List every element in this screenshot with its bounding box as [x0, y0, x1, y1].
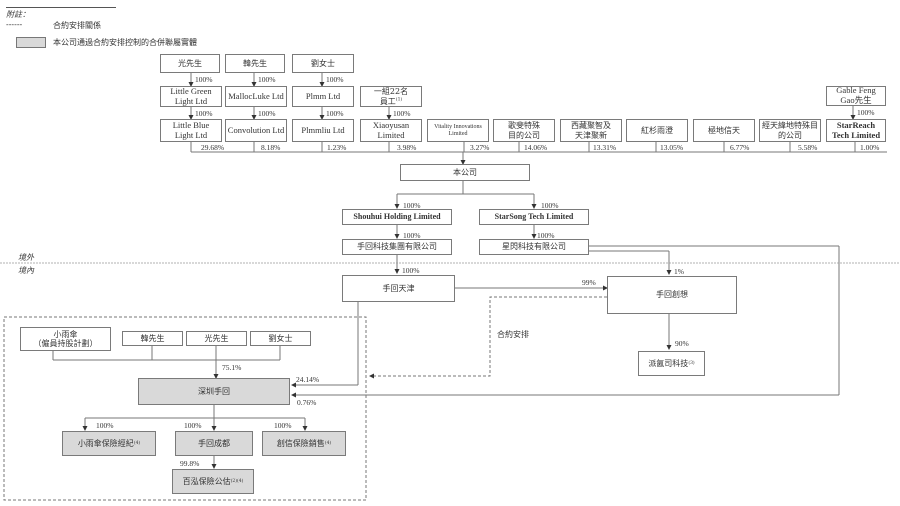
pct-label: 100% [258, 75, 276, 84]
chuangxiang-box: 手回創想 [607, 276, 737, 314]
pct-label: 100% [326, 75, 344, 84]
vie-owner-han: 韓先生 [122, 331, 183, 346]
vie-child-broker: 小雨傘保險經紀(4) [62, 431, 156, 456]
company-box: 本公司 [400, 164, 530, 181]
legend-dashed-glyph: ------ [6, 20, 23, 29]
offshore-label: 境外 [18, 253, 34, 262]
broker-name: 小雨傘保險經紀 [77, 438, 134, 448]
legend-dashed-label: 合約安排關係 [53, 21, 101, 30]
pct-label: 100% [195, 109, 213, 118]
footnote: (2)(4) [230, 478, 244, 484]
employees-line1: 一組22名 [373, 87, 409, 97]
pct-label: 13.31% [593, 143, 617, 152]
shareholder-jidi: 極地信天 [693, 119, 755, 142]
vie-owner-guang: 光先生 [186, 331, 247, 346]
pct-label: 100% [258, 109, 276, 118]
pct-label: 3.27% [470, 143, 490, 152]
pct-label: 100% [402, 266, 420, 275]
pct-label: 100% [541, 201, 559, 210]
shareholder-jingtian: 經天緯地特殊目的公司 [759, 119, 821, 142]
legend-rule [6, 7, 116, 8]
pct-label: 90% [675, 339, 689, 348]
vie-child-chuangxin: 創信保險銷售(4) [262, 431, 346, 456]
footnote: (4) [133, 440, 141, 446]
pct-label: 100% [393, 109, 411, 118]
vie-owner-esop: 小雨傘 （僱員持股計劃） [20, 327, 111, 351]
pct-label: 100% [857, 108, 875, 117]
pct-label: 6.77% [730, 143, 750, 152]
pct-label: 100% [195, 75, 213, 84]
holding-little-green: Little Green Light Ltd [160, 86, 222, 107]
pct-label: 13.05% [660, 143, 684, 152]
paiyang-name: 派氤司科技 [648, 358, 689, 368]
footnote: (1) [395, 96, 403, 102]
pct-label: 100% [326, 109, 344, 118]
shareholder-vitality: Vitality Innovations Limited [427, 119, 489, 142]
pct-label: 99% [582, 278, 596, 287]
pct-label: 100% [403, 231, 421, 240]
paiyang-box: 派氤司科技(3) [638, 351, 705, 376]
shenzhen-box: 深圳手回 [138, 378, 290, 405]
employees-line2: 員工(1) [379, 96, 403, 106]
esop-line1: 小雨傘 [53, 329, 78, 339]
pct-label: 5.58% [798, 143, 818, 152]
shareholder-starreach: StarReach Tech Limited [826, 119, 886, 142]
pct-label: 24.14% [296, 375, 320, 384]
shouhui-holding-box: Shouhui Holding Limited [342, 209, 452, 225]
shareholder-convolution: Convolution Ltd [225, 119, 287, 142]
footnote: (3) [688, 360, 695, 366]
pct-label: 3.98% [397, 143, 417, 152]
pct-label: 8.18% [261, 143, 281, 152]
esop-line2: （僱員持股計劃） [33, 339, 98, 348]
shareholder-xiaoyusan: Xiaoyusan Limited [360, 119, 422, 142]
holding-malloc: MallocLuke Ltd [225, 86, 287, 107]
contract-arrangement-label: 合約安排 [497, 330, 529, 339]
chuangxin-name: 創信保險銷售 [276, 438, 325, 448]
pct-label: 29.68% [201, 143, 225, 152]
onshore-label: 境內 [18, 266, 34, 275]
vie-owner-liu: 劉女士 [250, 331, 311, 346]
pct-label: 1% [674, 267, 684, 276]
owner-box-guang: 光先生 [160, 54, 220, 73]
pct-label: 1.00% [860, 143, 880, 152]
owner-box-liu: 劉女士 [292, 54, 354, 73]
legend-shaded-swatch [16, 37, 46, 48]
pct-label: 75.1% [222, 363, 242, 372]
shareholder-hongshan: 紅杉雨澄 [626, 119, 688, 142]
starsong-box: StarSong Tech Limited [479, 209, 589, 225]
vie-child-chengdu: 手回成都 [175, 431, 253, 456]
tianjin-box: 手回天津 [342, 275, 455, 302]
footnote: (4) [324, 440, 332, 446]
legend-shaded-label: 本公司通過合約安排控制的合併聯屬實體 [53, 38, 197, 47]
holding-plmm: Plmm Ltd [292, 86, 354, 107]
pct-label: 14.06% [524, 143, 548, 152]
xingshan-box: 星閃科技有限公司 [479, 239, 589, 255]
baihong-name: 百泓保險公估 [182, 476, 231, 486]
pct-label: 1.23% [327, 143, 347, 152]
pct-label: 0.76% [297, 398, 317, 407]
pct-label: 100% [274, 421, 292, 430]
shouhui-group-box: 手回科技集團有限公司 [342, 239, 452, 255]
shareholder-little-blue: Little Blue Light Ltd [160, 119, 222, 142]
owner-box-gable: Gable Feng Gao先生 [826, 85, 886, 106]
shareholder-plmmliu: Plmmliu Ltd [292, 119, 354, 142]
vie-grandchild-baihong: 百泓保險公估(2)(4) [172, 469, 254, 494]
shareholder-gefei: 歌斐特殊目的公司 [493, 119, 555, 142]
holding-22-employees: 一組22名 員工(1) [360, 86, 422, 107]
pct-label: 100% [184, 421, 202, 430]
pct-label: 100% [537, 231, 555, 240]
owner-box-han: 韓先生 [225, 54, 285, 73]
shareholder-xizang: 西藏聚智及天津聚新 [560, 119, 622, 142]
pct-label: 99.8% [180, 459, 200, 468]
legend-title: 附註： [6, 10, 30, 19]
pct-label: 100% [96, 421, 114, 430]
pct-label: 100% [403, 201, 421, 210]
